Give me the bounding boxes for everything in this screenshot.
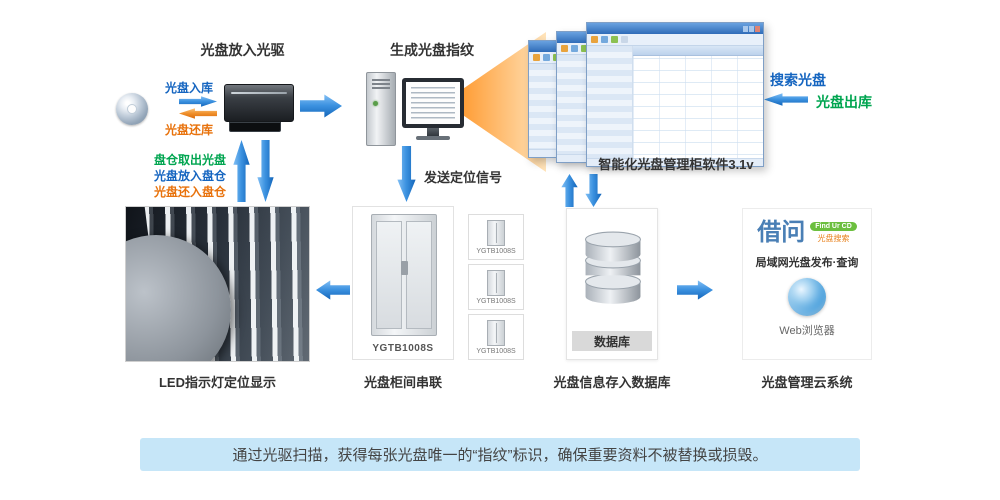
cloud-brand-row: 借问 Find Ur CD 光盘搜索 <box>757 221 857 245</box>
window-toolbar <box>587 34 763 46</box>
software-window-front <box>586 22 764 167</box>
bin-take-label: 盘仓取出光盘 <box>153 153 226 167</box>
scanner-title: 光盘放入光驱 <box>200 42 285 58</box>
window-table <box>632 46 764 158</box>
cd-disc-icon <box>116 93 148 125</box>
cabinet-image <box>371 214 437 336</box>
cloud-browser-label: Web浏览器 <box>779 325 835 337</box>
disc-in-label: 光盘入库 <box>165 81 214 95</box>
computer-tower <box>366 72 396 146</box>
led-caption: LED指示灯定位显示 <box>158 375 276 390</box>
cabinet-card: YGTB1008S <box>352 206 454 360</box>
cabinet-right-door <box>406 221 432 329</box>
cabinet-thumb-model: YGTB1008S <box>476 247 516 255</box>
arrow-cabinet-to-led-icon <box>316 280 350 300</box>
banner: 通过光驱扫描，获得每张光盘唯一的“指纹”标识，确保重要资料不被替换或损毁。 <box>140 438 860 471</box>
window-statusbar <box>587 158 763 166</box>
toolbar-icon <box>591 36 598 43</box>
bin-put-label: 光盘放入盘仓 <box>153 169 226 183</box>
software-name: 智能化光盘管理柜软件3.1v <box>598 157 754 172</box>
arrow-db-down-icon <box>585 174 602 207</box>
disc-in-arrow-icon <box>179 96 217 107</box>
arrow-bin-down-icon <box>257 140 274 202</box>
bin-return-label: 光盘还入盘仓 <box>153 185 226 199</box>
banner-text: 通过光驱扫描，获得每张光盘唯一的“指纹”标识，确保重要资料不被替换或损毁。 <box>232 447 768 464</box>
cloud-badge: Find Ur CD <box>810 222 857 231</box>
toolbar-icon <box>581 45 588 52</box>
window-titlebar <box>587 23 763 34</box>
database-label: 数据库 <box>572 331 652 351</box>
arrow-db-to-cloud-icon <box>677 280 713 300</box>
database-card: 数据库 <box>566 208 658 360</box>
cabinet-thumb-model: YGTB1008S <box>476 297 516 305</box>
cabinet-thumb: YGTB1008S <box>468 214 524 260</box>
cabinet-model: YGTB1008S <box>372 343 434 354</box>
monitor-screen <box>406 82 460 124</box>
toolbar-icon <box>571 45 578 52</box>
led-photo <box>125 206 310 362</box>
disc-return-label: 光盘还库 <box>165 123 214 137</box>
window-sidebar <box>587 46 633 158</box>
disc-drive-body <box>224 84 294 122</box>
web-browser-globe-icon <box>788 278 826 316</box>
disc-drive <box>224 84 294 132</box>
cabinet-lock <box>401 261 408 275</box>
cabinet-thumb-image <box>487 219 505 246</box>
arrow-bin-up-icon <box>233 140 250 202</box>
toolbar-icon <box>561 45 568 52</box>
database-caption: 光盘信息存入数据库 <box>553 375 671 390</box>
disc-out-label: 光盘出库 <box>816 94 872 110</box>
cabinet-caption: 光盘柜间串联 <box>363 375 442 390</box>
search-arrow-icon <box>764 93 808 106</box>
toolbar-icon <box>611 36 618 43</box>
cabinet-thumb: YGTB1008S <box>468 264 524 310</box>
cloud-desc: 局域网光盘发布·查询 <box>755 257 859 269</box>
database-icon <box>585 231 641 304</box>
toolbar-icon <box>621 36 628 43</box>
monitor-base <box>416 136 450 140</box>
cabinet-thumb-model: YGTB1008S <box>476 347 516 355</box>
cloud-caption: 光盘管理云系统 <box>761 375 853 390</box>
cloud-brand: 借问 <box>757 219 806 246</box>
signal-arrow-icon <box>397 146 416 202</box>
disc-drive-tray <box>229 122 281 132</box>
toolbar-icon <box>543 54 550 61</box>
toolbar-icon <box>533 54 540 61</box>
fingerprint-title: 生成光盘指纹 <box>390 42 474 58</box>
search-disc-label: 搜索光盘 <box>770 72 826 88</box>
cloud-tag: 光盘搜索 <box>817 234 850 243</box>
signal-label: 发送定位信号 <box>424 170 503 185</box>
cabinet-thumb-image <box>487 319 505 346</box>
arrow-db-up-icon <box>561 174 578 207</box>
cabinet-thumb-image <box>487 269 505 296</box>
disc-return-arrow-icon <box>179 108 217 119</box>
cloud-card: 借问 Find Ur CD 光盘搜索 局域网光盘发布·查询 Web浏览器 <box>742 208 872 360</box>
toolbar-icon <box>601 36 608 43</box>
monitor-stand <box>427 128 439 136</box>
cabinet-thumb: YGTB1008S <box>468 314 524 360</box>
arrow-drive-to-computer-icon <box>300 94 342 118</box>
computer-monitor <box>402 78 464 128</box>
cabinet-left-door <box>376 221 402 329</box>
